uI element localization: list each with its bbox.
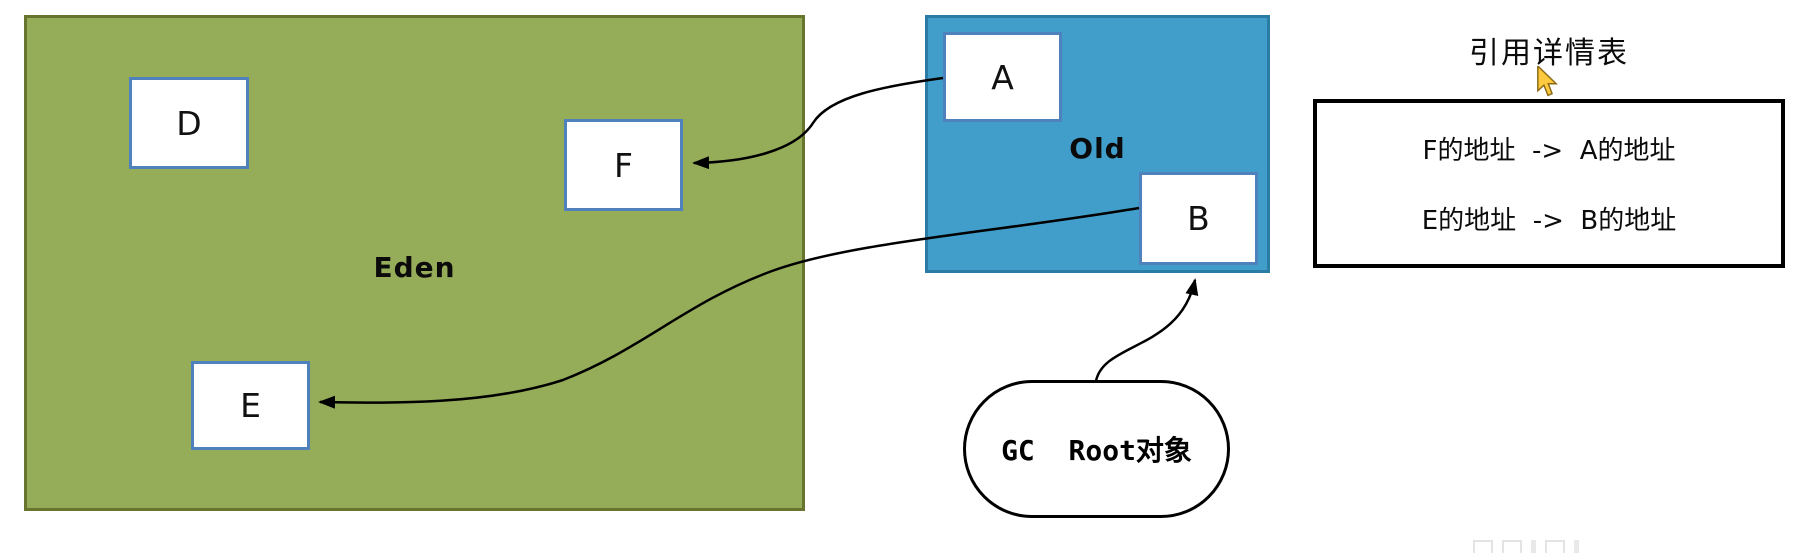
- reference-table-row: E的地址 -> B的地址: [1421, 206, 1677, 236]
- watermark-mark: [1545, 540, 1565, 553]
- object-box-e: E: [191, 361, 310, 450]
- reference-table: F的地址 -> A的地址 E的地址 -> B的地址: [1313, 99, 1785, 268]
- watermark: [1473, 540, 1623, 553]
- object-box-d: D: [129, 77, 249, 169]
- eden-region: Eden D F E: [24, 15, 805, 511]
- watermark-mark: [1502, 540, 1522, 553]
- object-box-a: A: [943, 32, 1062, 122]
- object-box-e-label: E: [240, 386, 261, 425]
- gc-root-label: GC Root对象: [1001, 434, 1192, 467]
- old-region: Old A B: [925, 15, 1270, 273]
- eden-region-label: Eden: [373, 251, 456, 284]
- old-region-label: Old: [1069, 132, 1126, 165]
- gc-root-node: GC Root对象: [963, 380, 1230, 518]
- reference-table-row: F的地址 -> A的地址: [1422, 136, 1676, 166]
- watermark-mark: [1473, 540, 1493, 553]
- object-box-f-label: F: [614, 145, 633, 185]
- watermark-mark: [1574, 540, 1579, 553]
- object-box-f: F: [564, 119, 683, 211]
- reference-table-title: 引用详情表: [1469, 36, 1629, 71]
- object-box-b-label: B: [1187, 199, 1210, 238]
- arrow-gcroot-to-b: [1094, 278, 1199, 382]
- object-box-d-label: D: [176, 103, 202, 143]
- object-box-b: B: [1139, 172, 1258, 265]
- watermark-mark: [1531, 540, 1536, 553]
- object-box-a-label: A: [991, 57, 1014, 97]
